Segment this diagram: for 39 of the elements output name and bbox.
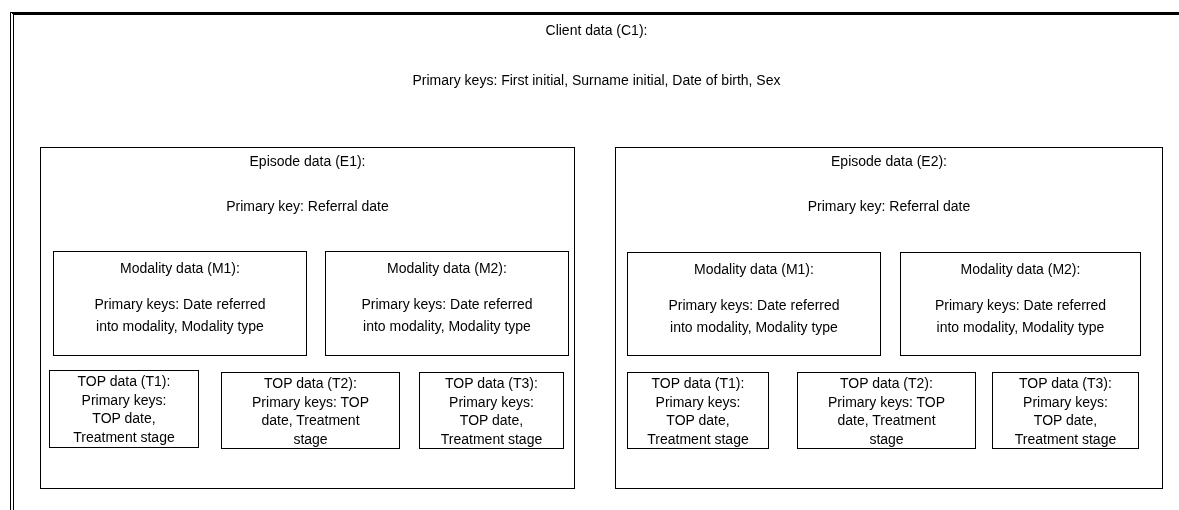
- box-heading: Modality data (M1):: [693, 260, 815, 279]
- box-heading: TOP data (T3):: [1018, 374, 1113, 393]
- top-data-box: [797, 372, 976, 449]
- top-data-box: [49, 370, 199, 448]
- box-heading: Client data (C1):: [544, 21, 649, 40]
- primary-key-text: Primary keys: TOP date, Treatment stage: [251, 392, 370, 448]
- container-box: [10, 12, 1179, 510]
- primary-key-text: Primary keys: Date referred into modality, Modality type: [93, 295, 267, 336]
- box-heading: TOP data (T2):: [263, 374, 358, 393]
- box-heading: Episode data (E1):: [248, 152, 367, 171]
- primary-key-text: Primary keys: Date referred into modality, Modality type: [360, 295, 534, 336]
- primary-key-text: Primary keys: TOP date, Treatment stage: [646, 392, 750, 448]
- episode-box: [40, 147, 575, 489]
- box-heading: TOP data (T3):: [444, 374, 539, 393]
- top-data-box: [221, 372, 400, 449]
- primary-key-text: Primary keys: TOP date, Treatment stage: [1013, 392, 1118, 448]
- modality-box: [325, 251, 569, 356]
- primary-key-text: Primary key: Referral date: [806, 197, 972, 216]
- box-heading: TOP data (T1):: [76, 372, 172, 391]
- top-data-box: [627, 372, 769, 449]
- primary-key-text: Primary keys: Date referred into modality, Modality type: [933, 296, 1108, 337]
- top-data-box: [992, 372, 1139, 449]
- modality-box: [627, 252, 881, 356]
- top-data-box: [419, 372, 564, 449]
- box-heading: TOP data (T1):: [650, 374, 746, 393]
- box-heading: Modality data (M2):: [959, 260, 1082, 279]
- primary-key-text: Primary keys: TOP date, Treatment stage: [439, 392, 544, 448]
- box-heading: Modality data (M1):: [119, 259, 241, 278]
- primary-key-text: Primary keys: First initial, Surname initial, Date of birth, Sex: [411, 71, 782, 90]
- modality-box: [53, 251, 307, 356]
- box-heading: Modality data (M2):: [386, 259, 508, 278]
- primary-key-text: Primary keys: Date referred into modality, Modality type: [667, 296, 841, 337]
- primary-key-text: Primary keys: TOP date, Treatment stage: [72, 390, 176, 446]
- episode-box: [615, 147, 1163, 489]
- primary-key-text: Primary key: Referral date: [225, 197, 390, 216]
- box-heading: Episode data (E2):: [830, 152, 948, 171]
- box-heading: TOP data (T2):: [839, 374, 934, 393]
- primary-key-text: Primary keys: TOP date, Treatment stage: [827, 392, 946, 448]
- modality-box: [900, 252, 1141, 356]
